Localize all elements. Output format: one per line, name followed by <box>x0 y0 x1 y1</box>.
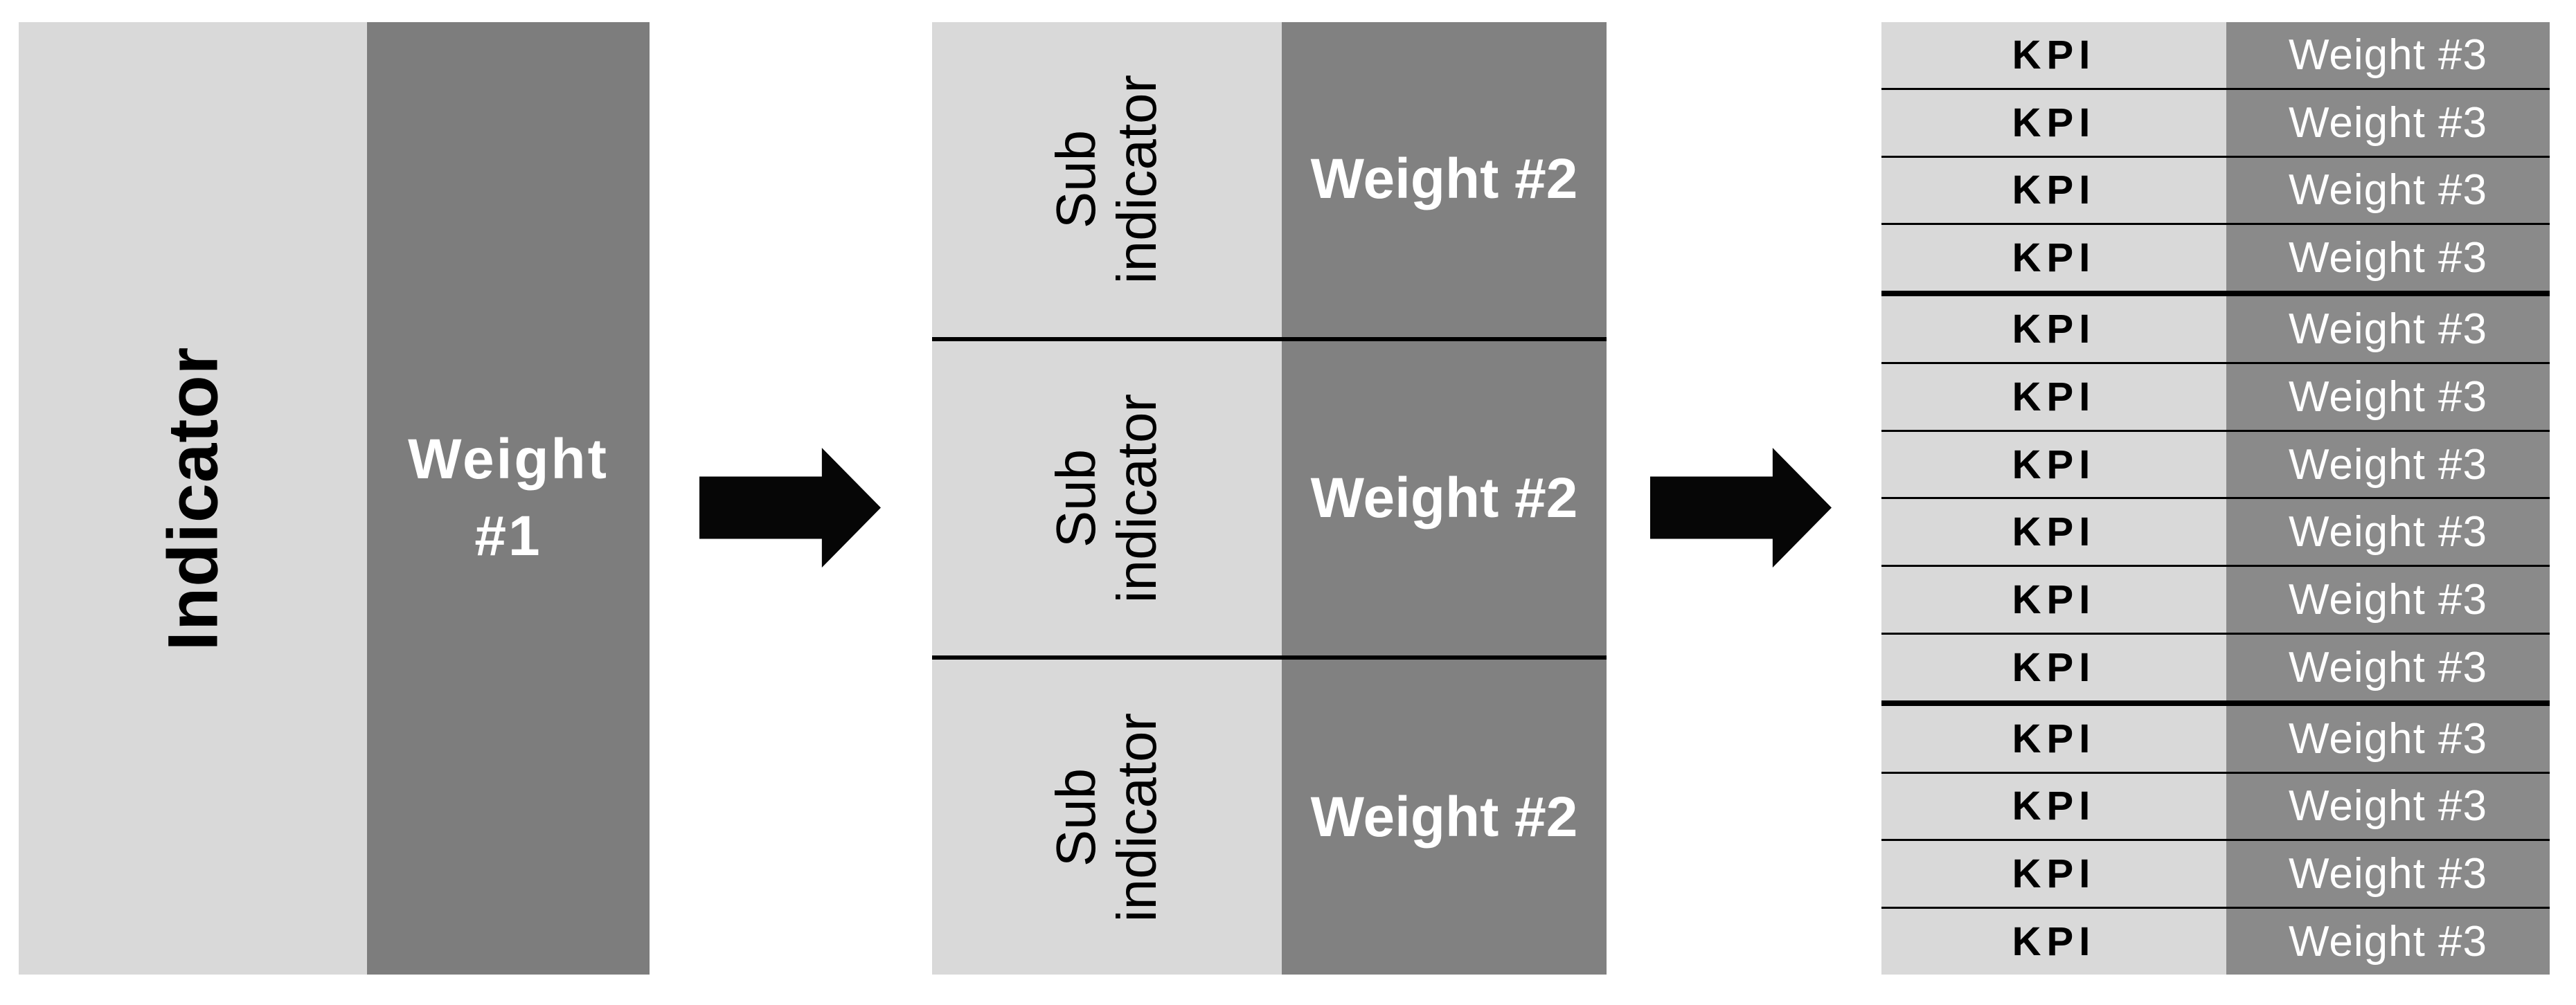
kpi-label: KPI <box>2012 509 2096 555</box>
kpi-label: KPI <box>2012 442 2096 487</box>
weight3-cell: Weight #3 <box>2226 773 2550 840</box>
weight3-cell: Weight #3 <box>2226 635 2550 700</box>
sub-indicator-section: Sub indicator Weight #2 <box>932 22 1607 337</box>
weight3-cell: Weight #3 <box>2226 841 2550 907</box>
weight3-label: Weight #3 <box>2288 234 2488 282</box>
weight3-label: Weight #3 <box>2288 850 2488 898</box>
kpi-cell: KPI <box>1881 499 2226 565</box>
kpi-table-row: KPI Weight #3 <box>1881 22 2550 88</box>
kpi-table-row: KPI Weight #3 <box>1881 907 2550 975</box>
weight2-label: Weight #2 <box>1310 467 1578 529</box>
kpi-table-row: KPI Weight #3 <box>1881 87 2550 156</box>
sub-indicator-cell: Sub indicator <box>932 660 1282 975</box>
weight3-cell: Weight #3 <box>2226 89 2550 156</box>
kpi-table-row: KPI Weight #3 <box>1881 497 2550 565</box>
weight2-label: Weight #2 <box>1310 147 1578 211</box>
indicator-cell: Indicator <box>19 22 367 975</box>
kpi-cell: KPI <box>1881 296 2226 362</box>
weight3-label: Weight #3 <box>2288 30 2488 79</box>
weight3-label: Weight #3 <box>2288 98 2488 147</box>
kpi-cell: KPI <box>1881 22 2226 88</box>
right-arrow-icon <box>699 448 881 568</box>
kpi-cell: KPI <box>1881 157 2226 224</box>
sub-indicator-block: Sub indicator Weight #2 Sub indicator We… <box>932 22 1607 975</box>
weight3-label: Weight #3 <box>2288 782 2488 831</box>
weight3-label: Weight #3 <box>2288 305 2488 354</box>
kpi-cell: KPI <box>1881 431 2226 498</box>
kpi-label: KPI <box>2012 644 2096 690</box>
kpi-cell: KPI <box>1881 909 2226 975</box>
kpi-label: KPI <box>2012 577 2096 623</box>
kpi-cell: KPI <box>1881 773 2226 840</box>
kpi-cell: KPI <box>1881 225 2226 291</box>
weight2-cell: Weight #2 <box>1282 660 1607 975</box>
kpi-label: KPI <box>2012 235 2096 281</box>
sub-indicator-section: Sub indicator Weight #2 <box>932 655 1607 975</box>
indicator-block: Indicator Weight #1 <box>19 22 650 975</box>
weight1-cell: Weight #1 <box>367 22 650 975</box>
weight2-cell: Weight #2 <box>1282 341 1607 656</box>
indicator-label: Indicator <box>153 346 232 651</box>
weight3-cell: Weight #3 <box>2226 909 2550 975</box>
weight2-label: Weight #2 <box>1310 785 1578 849</box>
weight3-label: Weight #3 <box>2288 576 2488 624</box>
right-arrow-icon <box>1650 448 1832 568</box>
weight1-label: Weight #1 <box>408 428 609 568</box>
weight3-label: Weight #3 <box>2288 508 2488 556</box>
kpi-table-row: KPI Weight #3 <box>1881 291 2550 362</box>
kpi-label: KPI <box>2012 784 2096 829</box>
weight3-cell: Weight #3 <box>2226 363 2550 430</box>
weight3-label: Weight #3 <box>2288 643 2488 691</box>
kpi-cell: KPI <box>1881 635 2226 700</box>
kpi-label: KPI <box>2012 168 2096 213</box>
weight3-cell: Weight #3 <box>2226 567 2550 633</box>
kpi-cell: KPI <box>1881 89 2226 156</box>
weight3-cell: Weight #3 <box>2226 499 2550 565</box>
weight3-cell: Weight #3 <box>2226 22 2550 88</box>
kpi-table-row: KPI Weight #3 <box>1881 565 2550 633</box>
sub-indicator-cell: Sub indicator <box>932 22 1282 337</box>
sub-indicator-label: Sub indicator <box>1045 393 1168 604</box>
weight3-label: Weight #3 <box>2288 440 2488 489</box>
kpi-table-row: KPI Weight #3 <box>1881 223 2550 291</box>
kpi-table-row: KPI Weight #3 <box>1881 633 2550 700</box>
kpi-cell: KPI <box>1881 567 2226 633</box>
kpi-table-row: KPI Weight #3 <box>1881 771 2550 840</box>
kpi-table-row: KPI Weight #3 <box>1881 700 2550 772</box>
sub-indicator-label: Sub indicator <box>1045 75 1168 284</box>
weight3-cell: Weight #3 <box>2226 157 2550 224</box>
kpi-cell: KPI <box>1881 363 2226 430</box>
kpi-label: KPI <box>2012 374 2096 419</box>
kpi-table-row: KPI Weight #3 <box>1881 429 2550 498</box>
kpi-table-row: KPI Weight #3 <box>1881 839 2550 907</box>
kpi-label: KPI <box>2012 307 2096 352</box>
weight3-label: Weight #3 <box>2288 918 2488 966</box>
kpi-label: KPI <box>2012 919 2096 965</box>
kpi-label: KPI <box>2012 32 2096 78</box>
sub-indicator-section: Sub indicator Weight #2 <box>932 336 1607 656</box>
weight3-cell: Weight #3 <box>2226 225 2550 291</box>
kpi-table-row: KPI Weight #3 <box>1881 361 2550 430</box>
weight3-label: Weight #3 <box>2288 714 2488 763</box>
sub-indicator-label: Sub indicator <box>1045 712 1168 922</box>
kpi-weight-table: KPI Weight #3 KPI Weight #3 KPI Weight #… <box>1881 22 2550 975</box>
kpi-table-row: KPI Weight #3 <box>1881 155 2550 224</box>
weight3-cell: Weight #3 <box>2226 296 2550 362</box>
sub-indicator-cell: Sub indicator <box>932 341 1282 656</box>
weight3-cell: Weight #3 <box>2226 705 2550 772</box>
kpi-cell: KPI <box>1881 705 2226 772</box>
weight3-label: Weight #3 <box>2288 166 2488 215</box>
weight2-cell: Weight #2 <box>1282 22 1607 337</box>
kpi-label: KPI <box>2012 716 2096 761</box>
weight3-label: Weight #3 <box>2288 372 2488 421</box>
kpi-cell: KPI <box>1881 841 2226 907</box>
weight3-cell: Weight #3 <box>2226 431 2550 498</box>
kpi-label: KPI <box>2012 100 2096 145</box>
kpi-label: KPI <box>2012 851 2096 897</box>
